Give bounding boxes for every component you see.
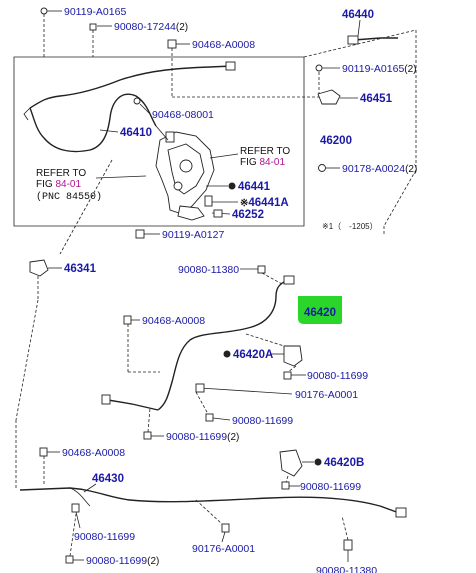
leader-46410 — [99, 129, 119, 133]
bolt-90080-11699-mid2 — [143, 431, 152, 440]
label-90080-11699-bottom[interactable]: 90080-11699(2) — [86, 555, 159, 567]
bracket-46451 — [317, 89, 341, 105]
bolt-90080-11380-top — [257, 265, 266, 274]
bolt-90119-A0165-right — [315, 64, 323, 72]
part-46252 — [213, 209, 223, 218]
label-46252[interactable]: 46252 — [232, 209, 264, 221]
clip-90080-17244 — [89, 23, 97, 31]
label-90119-A0127[interactable]: 90119-A0127 — [162, 229, 224, 241]
cable-46430 — [19, 487, 403, 515]
label-46440[interactable]: 46440 — [342, 9, 374, 21]
bolt-90080-11380-bottom — [343, 539, 353, 551]
label-46430[interactable]: 46430 — [92, 473, 124, 485]
highlight-46420 — [298, 296, 342, 324]
labels: 90119-A0165 90080-17244(2) 46440 90468-A… — [36, 6, 417, 573]
label-90468-A0008-top[interactable]: 90468-A0008 — [192, 39, 255, 51]
leader-refer1 — [209, 153, 239, 159]
clip-90468-08001 — [133, 97, 141, 105]
label-46420[interactable]: 46420 — [304, 307, 336, 319]
label-90468-A0008-mid[interactable]: 90468-A0008 — [142, 315, 205, 327]
cable-46410-upper — [29, 65, 233, 109]
label-46420B[interactable]: 46420B — [324, 457, 364, 469]
cable-end-fitting — [225, 61, 236, 71]
bracket-46420A — [283, 345, 303, 367]
label-46341[interactable]: 46341 — [64, 263, 97, 275]
bolt-90080-11699-bottom — [65, 555, 74, 564]
clip-90468-A0008-top — [167, 39, 177, 49]
cable-46420-clip — [101, 394, 111, 405]
label-90468-08001[interactable]: 90468-08001 — [152, 109, 214, 121]
label-46451[interactable]: 46451 — [360, 93, 393, 105]
clip-90176-A0001-low — [221, 523, 230, 533]
cable-46410-end — [23, 107, 31, 121]
label-90176-A0001-mid[interactable]: 90176-A0001 — [295, 389, 358, 401]
label-90178-A0024[interactable]: 90178-A0024(2) — [342, 163, 417, 175]
bolt-90119-A0127 — [135, 229, 145, 239]
leader-90468-08001 — [139, 103, 151, 115]
bracket-46420B — [279, 449, 303, 477]
label-90080-11699-low-r[interactable]: 90080-11699 — [300, 481, 361, 493]
label-90080-11380-top[interactable]: 90080-11380 — [178, 264, 239, 276]
label-90468-A0008-low[interactable]: 90468-A0008 — [62, 447, 125, 459]
clip-90468-A0008-mid — [123, 315, 132, 325]
lower-assembly — [15, 259, 407, 564]
bullet-46441 — [228, 182, 236, 190]
bolt-90080-11699-mid — [205, 413, 214, 422]
bolt-90080-11699-low-l — [71, 503, 80, 513]
frame-dash-bottom-right — [383, 169, 417, 227]
fig-ref-2[interactable]: FIG 84-01 — [36, 179, 81, 190]
bolt-90119-A0165-top — [40, 7, 48, 15]
label-46410[interactable]: 46410 — [120, 127, 152, 139]
label-90176-A0001-low[interactable]: 90176-A0001 — [192, 543, 255, 555]
leader-90176-mid — [199, 387, 293, 395]
part-46441A — [204, 195, 213, 207]
cable-46420-end — [107, 399, 159, 411]
cable-46430-end — [395, 507, 407, 518]
bracket-46341 — [29, 259, 49, 277]
fig-ref-1[interactable]: FIG 84-01 — [240, 157, 285, 168]
nut-90178-A0024 — [318, 164, 326, 172]
assembly-frame — [13, 56, 305, 227]
refer-to-2: REFER TO — [36, 168, 86, 179]
label-46200[interactable]: 46200 — [320, 135, 352, 147]
cable-46420-fitting — [283, 275, 295, 285]
brake-lever-mechanism — [155, 125, 215, 221]
clip-90468-A0008-low — [39, 447, 48, 457]
label-90080-17244[interactable]: 90080-17244(2) — [114, 21, 188, 33]
note-range: ※1（ -1205） — [322, 222, 378, 231]
label-90080-11699-mid[interactable]: 90080-11699 — [232, 415, 293, 427]
label-46441[interactable]: 46441 — [238, 181, 271, 193]
cable-46440-end — [347, 35, 359, 45]
label-90080-11380-bottom[interactable]: 90080-11380 — [316, 565, 377, 573]
frame-dash-left-down — [59, 159, 113, 255]
bolt-90080-11699-r1 — [283, 371, 292, 380]
frame-dash-top — [303, 29, 417, 58]
label-46441A[interactable]: ※46441A — [240, 197, 289, 209]
label-90119-A0165-right[interactable]: 90119-A0165(2) — [342, 63, 417, 75]
label-46420A[interactable]: 46420A — [233, 349, 273, 361]
pnc-note: (PNC 84550) — [36, 191, 102, 203]
cable-46420 — [157, 279, 291, 411]
bullet-46420A — [223, 350, 231, 358]
label-90080-11699-r1[interactable]: 90080-11699 — [307, 370, 368, 382]
cable-46440 — [353, 37, 398, 41]
label-90119-A0165-top[interactable]: 90119-A0165 — [64, 6, 126, 18]
leader-refer2 — [95, 175, 147, 179]
refer-to-1: REFER TO — [240, 146, 290, 157]
bullet-46420B — [314, 458, 322, 466]
upper-assembly — [13, 7, 417, 255]
bolt-90080-11699-low-r — [281, 481, 290, 490]
label-90080-11699-low-l[interactable]: 90080-11699 — [74, 531, 135, 543]
label-90080-11699-mid2[interactable]: 90080-11699(2) — [166, 431, 239, 443]
